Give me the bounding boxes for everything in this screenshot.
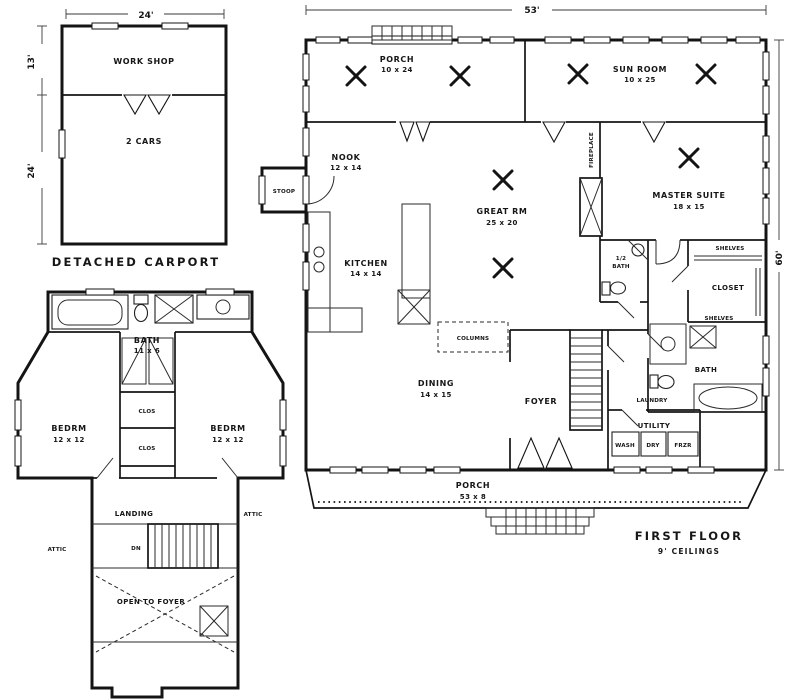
workshop-label: WORK SHOP bbox=[113, 57, 174, 66]
closet-label: CLOSET bbox=[712, 284, 744, 292]
dryer-label: DRY bbox=[646, 443, 660, 449]
landing-label: LANDING bbox=[115, 510, 154, 518]
nook-size: 12 x 14 bbox=[330, 164, 362, 172]
attic-right-label: ATTIC bbox=[244, 512, 263, 518]
half-bath-fixtures bbox=[601, 239, 649, 296]
ceiling-fan-icon bbox=[492, 257, 514, 279]
first-floor-dim-top: 53' bbox=[524, 6, 539, 16]
columns-note-label: COLUMNS bbox=[457, 336, 489, 342]
second-floor-plan: BATH 11 x 6 BEDRM 12 x 12 BEDRM 12 x 12 … bbox=[14, 288, 287, 699]
first-floor-door-swings bbox=[302, 121, 689, 469]
ceiling-fan-icon bbox=[492, 169, 514, 191]
sun-room-label: SUN ROOM bbox=[613, 65, 667, 74]
dining-size: 14 x 15 bbox=[420, 391, 452, 399]
closet-shelves bbox=[689, 255, 762, 349]
stairs-dn-label: DN bbox=[131, 546, 141, 552]
carport-dimensions: 24' 13' 24' bbox=[27, 9, 225, 245]
carport-dim-left-upper: 13' bbox=[27, 54, 37, 69]
bedrm-left-label: BEDRM bbox=[51, 424, 86, 433]
ceiling-fan-icon bbox=[678, 147, 700, 169]
great-rm-size: 25 x 20 bbox=[486, 219, 518, 227]
foyer-label: FOYER bbox=[525, 397, 557, 406]
master-suite-size: 18 x 15 bbox=[673, 203, 705, 211]
columns-note-box bbox=[437, 321, 509, 353]
shelves-label-top: SHELVES bbox=[716, 246, 745, 252]
two-cars-label: 2 CARS bbox=[126, 137, 162, 146]
clos-lower-label: CLOS bbox=[138, 446, 155, 452]
half-bath-label-2: BATH bbox=[612, 264, 630, 270]
great-rm-label: GREAT RM bbox=[477, 207, 528, 216]
upstairs-bath-size: 11 x 6 bbox=[134, 347, 160, 355]
first-floor-interior-walls bbox=[306, 40, 766, 470]
kitchen-label: KITCHEN bbox=[344, 259, 388, 268]
upper-stairs bbox=[147, 523, 219, 569]
porch-bottom-label: PORCH bbox=[456, 481, 490, 490]
bath-label: BATH bbox=[695, 366, 717, 374]
ceiling-fan-icon bbox=[567, 63, 589, 85]
second-floor-window-symbols bbox=[14, 288, 287, 467]
carport-dim-top: 24' bbox=[138, 11, 153, 21]
fireplace-label: FIREPLACE bbox=[589, 132, 595, 168]
kitchen-fixtures bbox=[307, 203, 431, 333]
open-to-foyer-area bbox=[95, 575, 235, 653]
fireplace bbox=[579, 177, 603, 237]
utility-label: UTILITY bbox=[638, 422, 671, 430]
porch-top-size: 10 x 24 bbox=[381, 66, 413, 74]
washer-label: WASH bbox=[615, 443, 635, 449]
bedrm-right-size: 12 x 12 bbox=[212, 436, 244, 444]
master-bath-fixtures bbox=[649, 323, 763, 413]
sun-room-size: 10 x 25 bbox=[624, 76, 656, 84]
first-floor-dim-right: 60' bbox=[775, 250, 785, 265]
ceiling-fan-icon bbox=[345, 65, 367, 87]
second-floor-door-swings bbox=[96, 337, 239, 479]
first-floor-dimensions: 53' 60' bbox=[305, 5, 785, 471]
shelves-label-bottom: SHELVES bbox=[705, 316, 734, 322]
first-floor-title: FIRST FLOOR bbox=[635, 529, 744, 543]
dining-label: DINING bbox=[418, 379, 454, 388]
first-floor-plan: 53' 60' bbox=[258, 5, 785, 556]
stoop-label: STOOP bbox=[273, 189, 295, 195]
carport-window-symbols bbox=[58, 22, 189, 159]
attic-left-label: ATTIC bbox=[48, 547, 67, 553]
master-suite-label: MASTER SUITE bbox=[652, 191, 725, 200]
kitchen-size: 14 x 14 bbox=[350, 270, 382, 278]
clos-upper-label: CLOS bbox=[138, 409, 155, 415]
upstairs-bath-label: BATH bbox=[134, 336, 160, 345]
second-floor-room-labels: BATH 11 x 6 BEDRM 12 x 12 BEDRM 12 x 12 … bbox=[48, 336, 263, 606]
freezer-label: FRZR bbox=[674, 443, 692, 449]
bedrm-left-size: 12 x 12 bbox=[53, 436, 85, 444]
first-floor-subtitle: 9' CEILINGS bbox=[658, 547, 720, 556]
open-to-foyer-label: OPEN TO FOYER bbox=[117, 598, 185, 606]
second-floor-interior-walls bbox=[48, 331, 252, 643]
half-bath-label-1: 1/2 bbox=[616, 256, 626, 262]
first-floor-room-labels: PORCH 10 x 24 SUN ROOM 10 x 25 NOOK 12 x… bbox=[273, 55, 745, 501]
carport-dim-left-lower: 24' bbox=[27, 163, 37, 178]
detached-carport-plan: 24' 13' 24' WORK SHOP 2 CARS DETACHED CA… bbox=[27, 9, 228, 269]
utility-appliances bbox=[611, 431, 699, 457]
bedrm-right-label: BEDRM bbox=[210, 424, 245, 433]
laundry-label: LAUNDRY bbox=[636, 398, 668, 404]
porch-steps-top bbox=[371, 25, 453, 45]
detached-carport-title: DETACHED CARPORT bbox=[52, 255, 221, 269]
nook-label: NOOK bbox=[332, 153, 361, 162]
ceiling-fan-icon bbox=[695, 63, 717, 85]
porch-top-label: PORCH bbox=[380, 55, 414, 64]
upstairs-bath-fixtures bbox=[51, 294, 250, 330]
window-symbols bbox=[258, 36, 770, 474]
main-stairs bbox=[569, 329, 603, 431]
porch-bottom-size: 53 x 8 bbox=[460, 493, 486, 501]
carport-double-door-swing bbox=[123, 94, 171, 116]
first-floor-exterior-walls bbox=[260, 38, 768, 509]
ceiling-fan-icon bbox=[449, 65, 471, 87]
porch-steps-bottom bbox=[485, 507, 595, 535]
